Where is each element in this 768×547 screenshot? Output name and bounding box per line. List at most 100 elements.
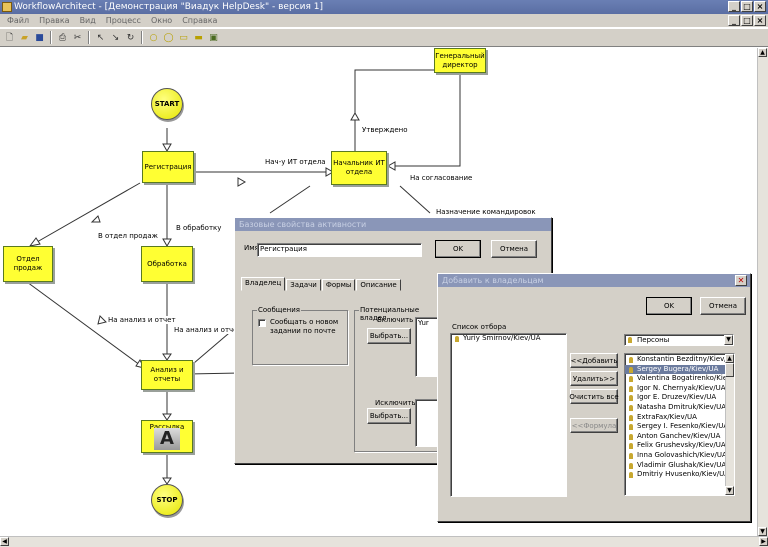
category-select[interactable]: Персоны ▼ <box>624 334 734 346</box>
rect-icon[interactable]: ▭ <box>179 32 188 43</box>
app-icon <box>2 2 12 12</box>
tab-description[interactable]: Описание <box>356 279 401 291</box>
include-label: Включить <box>377 316 414 324</box>
clear-all-button[interactable]: Очистить все <box>569 389 619 404</box>
list-item[interactable]: Igor N. Chernyak/Kiev/UA <box>625 384 726 394</box>
exclude-select-button[interactable]: Выбрать... <box>367 408 411 424</box>
tab-tasks[interactable]: Задачи <box>286 279 321 291</box>
menu-edit[interactable]: Правка <box>39 16 70 25</box>
edge-label-to-analysis-1: На анализ и отчет <box>108 316 176 324</box>
new-icon[interactable]: 🗋 <box>5 32 14 43</box>
notify-checkbox-label: Сообщать о новом задании по почте <box>270 318 339 335</box>
menu-process[interactable]: Процесс <box>105 16 141 25</box>
minimize-button[interactable]: _ <box>728 1 740 12</box>
toolbar-separator <box>141 31 143 44</box>
canvas-vertical-scrollbar[interactable]: ▲ ▼ <box>757 48 768 536</box>
scroll-right-icon[interactable]: ▶ <box>759 537 768 546</box>
scroll-up-icon[interactable]: ▲ <box>758 48 767 57</box>
image-icon[interactable]: ▣ <box>209 32 218 43</box>
toolbar-separator <box>50 31 52 44</box>
menu-window[interactable]: Окно <box>150 16 173 25</box>
menu-file[interactable]: Файл <box>7 16 30 25</box>
list-item[interactable]: Igor E. Druzev/Kiev/UA <box>625 393 725 403</box>
edge-label-to-sales: В отдел продаж <box>98 232 158 240</box>
persons-scroll-up-icon[interactable]: ▲ <box>725 354 734 363</box>
save-icon[interactable]: ■ <box>35 32 44 43</box>
list-item[interactable]: Natasha Dmitruk/Kiev/UA <box>625 403 726 413</box>
refresh-icon[interactable]: ↻ <box>126 32 135 43</box>
list-item[interactable]: Anton Ganchev/Kiev/UA <box>625 432 725 442</box>
activity-icon[interactable]: ▬ <box>194 32 203 43</box>
activity-ok-button[interactable]: OK <box>435 240 481 258</box>
node-analysis[interactable]: Анализ и отчеты <box>141 360 193 390</box>
circle-icon[interactable]: ○ <box>149 32 158 43</box>
selection-list-label: Список отбора <box>452 323 507 331</box>
edge-label-travel: Назначение командировок <box>436 208 536 216</box>
print-icon[interactable]: ⎙ <box>58 32 67 43</box>
canvas-horizontal-scrollbar[interactable]: ◀ ▶ <box>0 536 768 547</box>
persons-scroll-thumb[interactable] <box>725 363 734 377</box>
potential-owners-group: Потенциальные владел Включить Выбрать...… <box>354 306 444 452</box>
node-sales[interactable]: Отдел продаж <box>3 246 53 282</box>
owners-dialog-close-icon[interactable]: ✕ <box>735 275 747 286</box>
list-item[interactable]: ExtraFax/Kiev/UA <box>625 413 725 423</box>
close-button[interactable]: × <box>754 1 766 12</box>
remove-button[interactable]: Удалить>> <box>570 371 618 386</box>
node-mailing-label: Рассылка <box>149 423 185 431</box>
notify-checkbox[interactable] <box>258 319 266 327</box>
pointer-icon[interactable]: ↖ <box>96 32 105 43</box>
owners-ok-button[interactable]: OK <box>646 297 692 315</box>
edge-label-to-processing: В обработку <box>176 224 222 232</box>
messages-group: Сообщения Сообщать о новом задании по по… <box>252 306 348 365</box>
activity-name-field[interactable]: Регистрация <box>257 243 422 257</box>
include-select-button[interactable]: Выбрать... <box>367 328 411 344</box>
list-item[interactable]: Valentina Bogatirenko/Kiev/UA <box>625 374 734 384</box>
list-item[interactable]: Sergey I. Fesenko/Kiev/UA <box>625 422 728 432</box>
start-node[interactable]: START <box>151 88 183 120</box>
persons-scrollbar[interactable]: ▲ ▼ <box>725 354 734 495</box>
add-button[interactable]: <<Добавить <box>570 353 618 368</box>
formula-button[interactable]: <<Формула <box>570 418 618 433</box>
edge-label-it-head: Нач-у ИТ отдела <box>265 158 326 166</box>
scroll-down-icon[interactable]: ▼ <box>758 527 767 536</box>
stop-node[interactable]: STOP <box>151 484 183 516</box>
menu-view[interactable]: Вид <box>79 16 96 25</box>
open-icon[interactable]: ▰ <box>21 32 28 43</box>
list-item[interactable]: Inna Golovashich/Kiev/UA <box>625 451 727 461</box>
owners-dialog-title: Добавить к владельцам <box>438 274 750 287</box>
cut-icon[interactable]: ✂ <box>73 32 82 43</box>
selection-list[interactable]: Yuriy Smirnov/Kiev/UA <box>450 333 567 497</box>
node-director[interactable]: Генеральный директор <box>434 48 486 73</box>
node-mailing[interactable]: Рассылка A <box>141 420 193 453</box>
tab-owner[interactable]: Владелец <box>241 277 286 291</box>
node-icon[interactable]: ◯ <box>163 32 174 43</box>
list-item[interactable]: Yuriy Smirnov/Kiev/UA <box>451 334 566 344</box>
node-it-head[interactable]: Начальник ИТ отдела <box>331 151 387 185</box>
list-item[interactable]: Konstantin Bezditny/Kiev/UA <box>625 355 734 365</box>
menubar: Файл Правка Вид Процесс Окно Справка _ □… <box>0 14 768 28</box>
connector-icon[interactable]: ↘ <box>111 32 120 43</box>
edge-label-approved: Утверждено <box>362 126 408 134</box>
list-item[interactable]: Vladimir Glushak/Kiev/UA <box>625 461 726 471</box>
tab-forms[interactable]: Формы <box>321 279 356 291</box>
list-item[interactable]: Sergey Bugera/Kiev/UA <box>625 364 725 375</box>
node-processing[interactable]: Обработка <box>141 246 193 282</box>
toolbar: 🗋 ▰ ■ ⎙ ✂ ↖ ↘ ↻ ○ ◯ ▭ ▬ ▣ <box>0 29 768 47</box>
maximize-button[interactable]: □ <box>741 1 753 12</box>
scroll-left-icon[interactable]: ◀ <box>0 537 9 546</box>
persons-scroll-down-icon[interactable]: ▼ <box>725 486 734 495</box>
list-item[interactable]: Felix Grushevsky/Kiev/UA <box>625 441 726 451</box>
chevron-down-icon[interactable]: ▼ <box>724 335 733 345</box>
mdi-minimize-button[interactable]: _ <box>728 15 740 26</box>
edge-label-for-approval: На согласование <box>410 174 473 182</box>
menu-help[interactable]: Справка <box>182 16 218 25</box>
list-item[interactable]: Dmitriy Hvusenko/Kiev/UA <box>625 470 729 480</box>
mdi-close-button[interactable]: × <box>754 15 766 26</box>
owners-cancel-button[interactable]: Отмена <box>700 297 746 315</box>
name-label: Имя: <box>244 244 262 252</box>
messages-group-title: Сообщения <box>257 306 302 314</box>
mdi-maximize-button[interactable]: □ <box>741 15 753 26</box>
node-registration[interactable]: Регистрация <box>142 151 194 183</box>
activity-cancel-button[interactable]: Отмена <box>491 240 537 258</box>
